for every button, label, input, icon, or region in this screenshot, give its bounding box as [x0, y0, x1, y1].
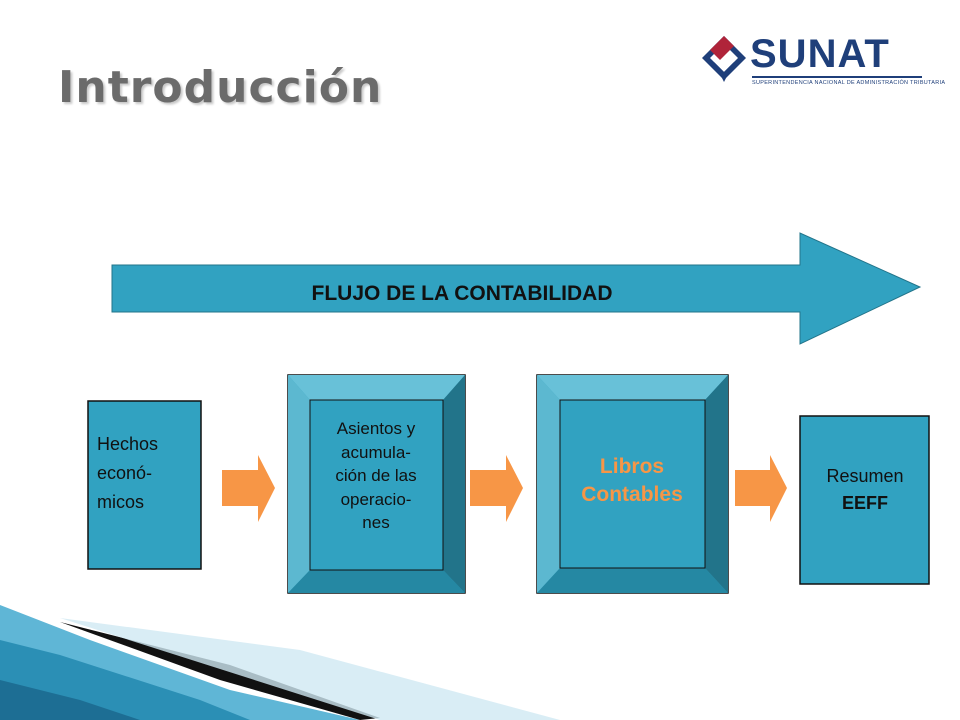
box-asientos-line: operacio-	[340, 489, 412, 509]
box-hechos-label: Hechos econó- micos	[97, 430, 197, 517]
box-asientos-line: nes	[362, 513, 390, 532]
box-asientos	[287, 374, 466, 594]
orange-arrow-2	[470, 455, 523, 522]
box-asientos-line: Asientos y	[336, 419, 416, 438]
logo-subtitle: SUPERINTENDENCIA NACIONAL DE ADMINISTRAC…	[752, 76, 945, 86]
box-resumen-line: Resumen	[826, 466, 904, 486]
box-asientos-line: acumula-	[341, 442, 411, 462]
flow-label: FLUJO DE LA CONTABILIDAD	[311, 282, 613, 305]
box-resumen-label: Resumen EEFF	[800, 463, 930, 517]
box-hechos-line: econó-	[97, 463, 153, 483]
box-libros-label: Libros Contables	[560, 453, 704, 509]
slide-title: Introducción	[58, 62, 383, 113]
box-libros-contables	[536, 374, 729, 594]
flow-arrow	[111, 232, 922, 345]
logo-wordmark: SUNAT	[750, 32, 890, 76]
box-hechos-economicos	[87, 400, 202, 570]
decorative-swoosh	[0, 605, 560, 720]
orange-arrow-1	[222, 455, 275, 522]
box-asientos-label: Asientos y acumula- ción de las operacio…	[310, 417, 442, 535]
box-asientos-line: ción de las	[335, 466, 417, 485]
box-resumen-eeff	[799, 415, 930, 585]
box-hechos-line: Hechos	[97, 434, 159, 454]
box-libros-line: Libros	[599, 455, 665, 478]
orange-arrow-3	[735, 455, 787, 522]
sunat-emblem-icon	[702, 36, 746, 82]
box-resumen-line: EEFF	[841, 493, 888, 513]
box-libros-line: Contables	[581, 483, 683, 506]
box-hechos-line: micos	[97, 492, 145, 512]
sunat-logo: SUNAT SUPERINTENDENCIA NACIONAL DE ADMIN…	[700, 32, 945, 94]
